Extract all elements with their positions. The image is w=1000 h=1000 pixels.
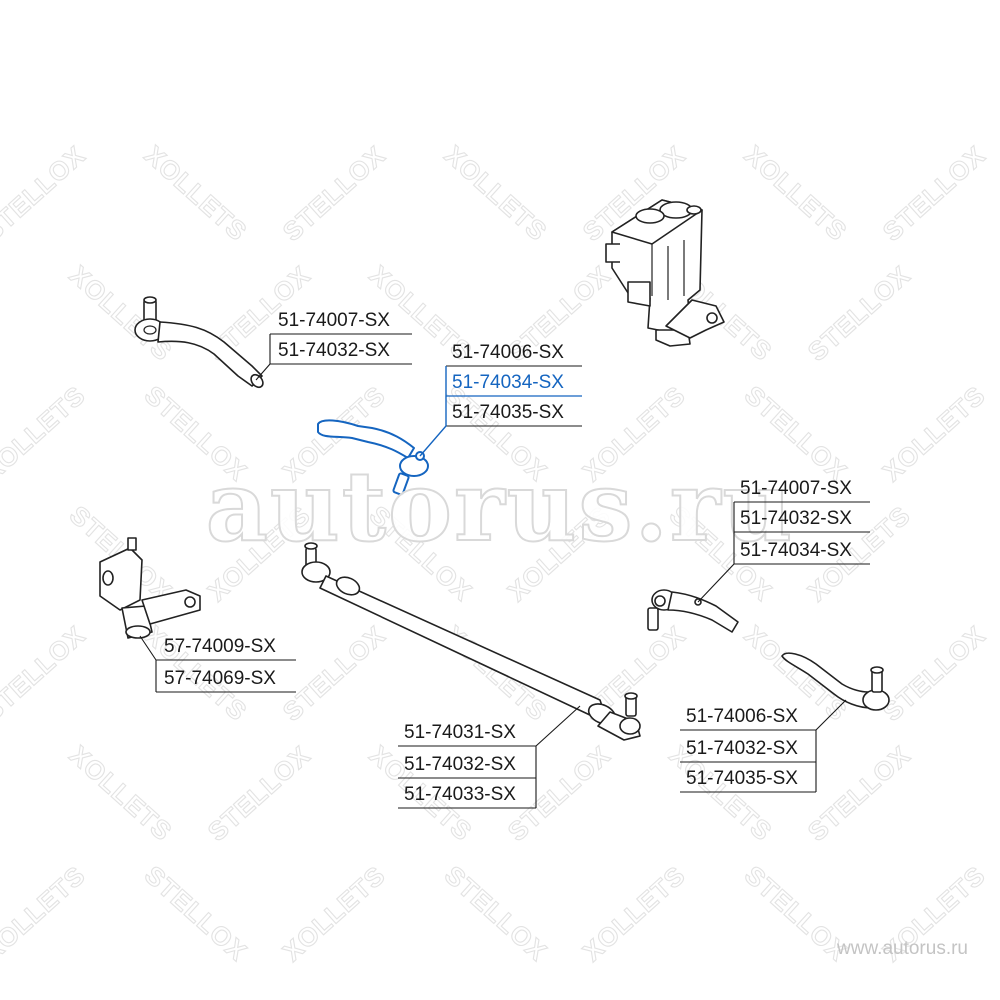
- part-number: 51-74031-SX: [404, 722, 516, 743]
- autorus-watermark: autorus.ru: [206, 450, 795, 563]
- watermark-text: STELLOX: [802, 740, 916, 847]
- watermark-text: XOLLETS: [64, 260, 178, 367]
- watermark-text: STELLOX: [202, 740, 316, 847]
- site-url: www.autorus.ru: [837, 938, 968, 959]
- part-number: 51-74032-SX: [740, 508, 852, 529]
- watermark-text: XOLLETS: [0, 380, 91, 487]
- watermark-text: XOLLETS: [64, 740, 178, 847]
- center-link: [301, 542, 641, 741]
- part-number: 51-74032-SX: [404, 754, 516, 775]
- part-number: 51-74007-SX: [740, 478, 852, 499]
- watermark-text: XOLLETS: [739, 140, 853, 247]
- part-number: 51-74034-SX: [740, 540, 852, 561]
- part-number: 51-74006-SX: [452, 342, 564, 363]
- watermark-text: XOLLETS: [877, 380, 991, 487]
- part-number: 51-74006-SX: [686, 706, 798, 727]
- part-number: 57-74009-SX: [164, 636, 276, 657]
- part-number: 51-74007-SX: [278, 310, 390, 331]
- part-number: 51-74035-SX: [686, 768, 798, 789]
- watermark-text: XOLLETS: [277, 860, 391, 967]
- watermark-text: XOLLETS: [139, 140, 253, 247]
- watermark-text: STELLOX: [139, 860, 253, 967]
- callout-right-tie-rod-end: 51-74007-SX 51-74032-SX 51-74034-SX: [697, 478, 870, 603]
- callout-lower-right-tie-rod-end: 51-74006-SX 51-74032-SX 51-74035-SX: [680, 699, 847, 793]
- watermark-text: XOLLETS: [0, 860, 91, 967]
- callout-center-tie-rod-end: 51-74006-SX 51-74034-SX 51-74035-SX: [419, 342, 582, 457]
- part-number: 51-74033-SX: [404, 784, 516, 805]
- callout-idler-arm: 57-74009-SX 57-74069-SX: [139, 635, 296, 693]
- steering-gear-box: [605, 199, 725, 347]
- part-number-highlighted: 51-74034-SX: [452, 372, 564, 393]
- watermark-text: STELLOX: [0, 620, 91, 727]
- callout-center-link: 51-74031-SX 51-74032-SX 51-74033-SX: [398, 705, 581, 809]
- idler-arm: [99, 537, 201, 639]
- watermark-text: STELLOX: [439, 860, 553, 967]
- watermark-text: STELLOX: [502, 740, 616, 847]
- part-number: 51-74032-SX: [278, 340, 390, 361]
- watermark-text: XOLLETS: [439, 140, 553, 247]
- tie-rod-end-lower-right: [781, 652, 890, 711]
- watermark-text: STELLOX: [802, 260, 916, 367]
- watermark-text: STELLOX: [877, 620, 991, 727]
- part-number: 51-74035-SX: [452, 402, 564, 423]
- watermark-text: STELLOX: [0, 140, 91, 247]
- tie-rod-end-upper-left: [134, 296, 264, 389]
- watermark-text: XOLLETS: [577, 860, 691, 967]
- callout-upper-left-tie-rod-end: 51-74007-SX 51-74032-SX: [255, 310, 412, 381]
- tie-rod-end-right: [647, 589, 739, 633]
- part-number: 51-74032-SX: [686, 738, 798, 759]
- watermark-text: STELLOX: [277, 620, 391, 727]
- part-number: 57-74069-SX: [164, 668, 276, 689]
- watermark-text: STELLOX: [877, 140, 991, 247]
- tie-rod-end-highlighted: [317, 419, 429, 496]
- watermark-text: STELLOX: [277, 140, 391, 247]
